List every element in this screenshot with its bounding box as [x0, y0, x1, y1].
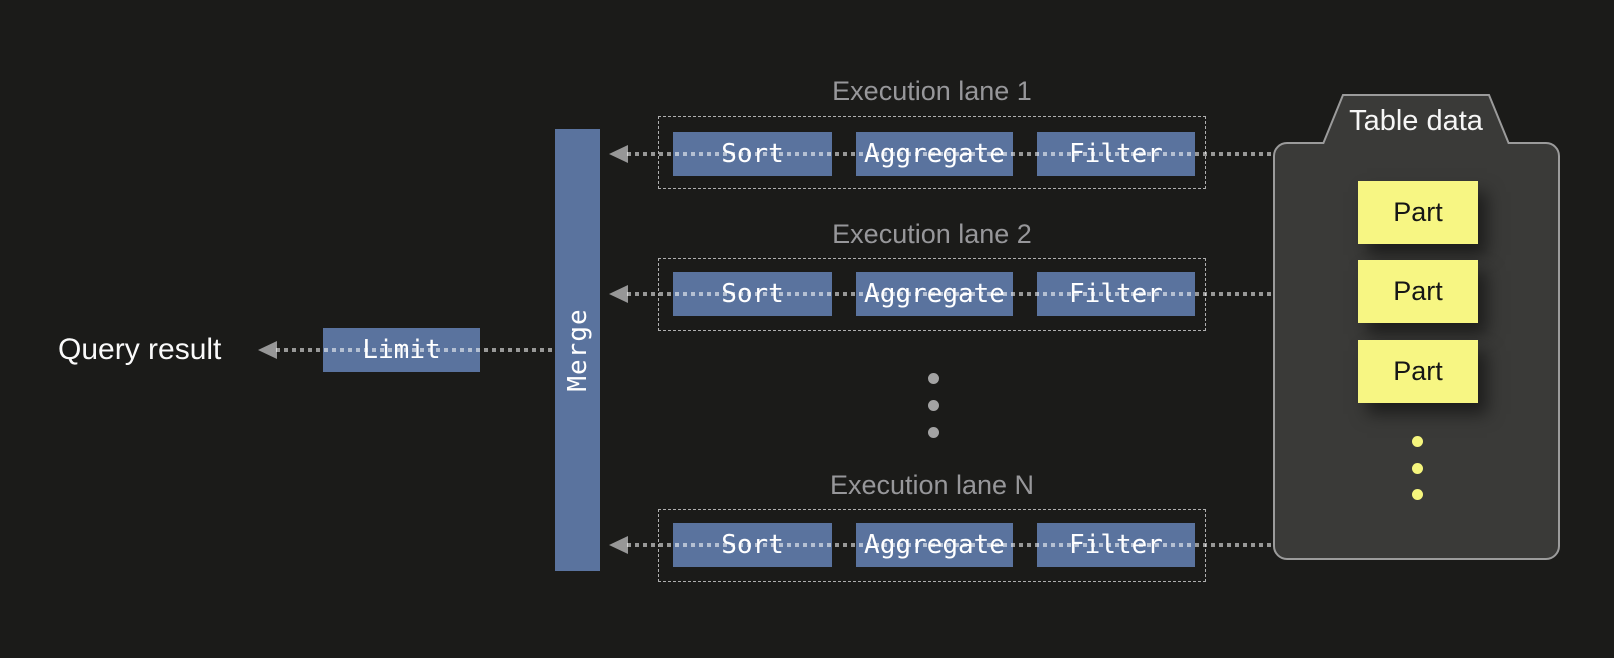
- lane-n-arrowhead-to-merge-icon: [609, 536, 628, 554]
- lane-n-aggregate-label: Aggregate: [864, 530, 1005, 560]
- lane-1-dotted-line: [627, 152, 1273, 156]
- lane-1-aggregate-label: Aggregate: [864, 139, 1005, 169]
- lane-2-aggregate-label: Aggregate: [864, 279, 1005, 309]
- lane-1-filter-label: Filter: [1069, 139, 1163, 169]
- lane-1-arrowhead-to-merge-icon: [609, 145, 628, 163]
- lanes-ellipsis-dot-icon: [928, 427, 939, 438]
- lane-2-sort-label: Sort: [721, 279, 784, 309]
- lane-n-aggregate-box: Aggregate: [856, 523, 1013, 567]
- lanes-ellipsis-dot-icon: [928, 373, 939, 384]
- table-data-tab-shape: [1322, 94, 1510, 144]
- lane-2-aggregate-box: Aggregate: [856, 272, 1013, 316]
- lanes-ellipsis-dot-icon: [928, 400, 939, 411]
- arrowhead-to-query-result-icon: [258, 341, 277, 359]
- part-box: Part: [1358, 181, 1478, 244]
- lane-2-dotted-line: [627, 292, 1273, 296]
- lane-1-sort-label: Sort: [721, 139, 784, 169]
- lane-n-sort-label: Sort: [721, 530, 784, 560]
- lane-1-label: Execution lane 1: [832, 76, 1032, 106]
- lane-2-filter-label: Filter: [1069, 279, 1163, 309]
- part-label: Part: [1393, 356, 1443, 386]
- lane-n-label: Execution lane N: [829, 470, 1035, 500]
- parts-ellipsis-dot-icon: [1412, 436, 1423, 447]
- query-result-label: Query result: [58, 333, 222, 366]
- limit-box-label: Limit: [362, 335, 441, 365]
- part-label: Part: [1393, 197, 1443, 227]
- table-data-container: Part Part Part: [1273, 142, 1560, 560]
- lane-n-dotted-line: [627, 543, 1273, 547]
- merge-bar: Merge: [555, 129, 600, 571]
- part-box: Part: [1358, 340, 1478, 403]
- lane-n-filter-label: Filter: [1069, 530, 1163, 560]
- dotted-line-merge-to-query-result: [276, 348, 555, 352]
- table-data-title: Table data: [1349, 105, 1483, 137]
- lane-1-aggregate-box: Aggregate: [856, 132, 1013, 176]
- lane-2-label: Execution lane 2: [832, 219, 1032, 249]
- part-box: Part: [1358, 260, 1478, 323]
- lane-2-arrowhead-to-merge-icon: [609, 285, 628, 303]
- merge-bar-label: Merge: [562, 308, 593, 392]
- part-label: Part: [1393, 276, 1443, 306]
- parts-ellipsis-dot-icon: [1412, 489, 1423, 500]
- parts-ellipsis-dot-icon: [1412, 463, 1423, 474]
